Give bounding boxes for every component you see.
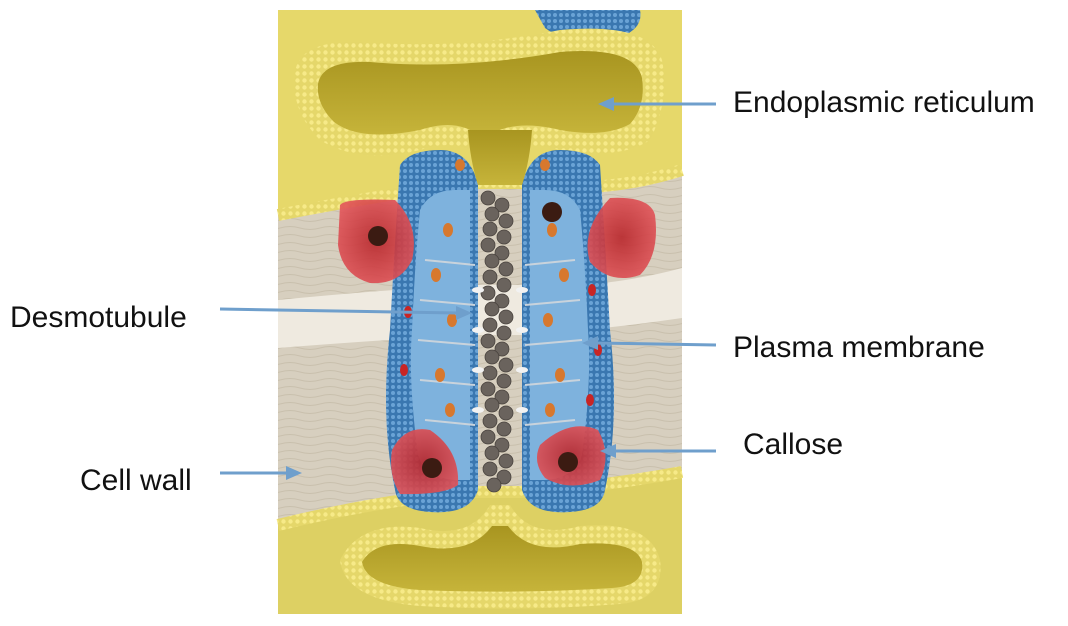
- callose-synthase-ur: [542, 202, 562, 222]
- callose-synthase-ul: [368, 226, 388, 246]
- label-desmotubule: Desmotubule: [10, 301, 187, 335]
- label-endoplasmic-reticulum: Endoplasmic reticulum: [733, 86, 1035, 120]
- label-cell-wall: Cell wall: [80, 464, 192, 498]
- er-upper-lumen: [318, 51, 643, 136]
- label-callose: Callose: [743, 428, 843, 462]
- arrow-cell-wall: [220, 466, 302, 480]
- callose-synthase-ll: [422, 458, 442, 478]
- er-neck-upper: [468, 130, 532, 185]
- callose-synthase-lr: [558, 452, 578, 472]
- label-plasma-membrane: Plasma membrane: [733, 331, 985, 365]
